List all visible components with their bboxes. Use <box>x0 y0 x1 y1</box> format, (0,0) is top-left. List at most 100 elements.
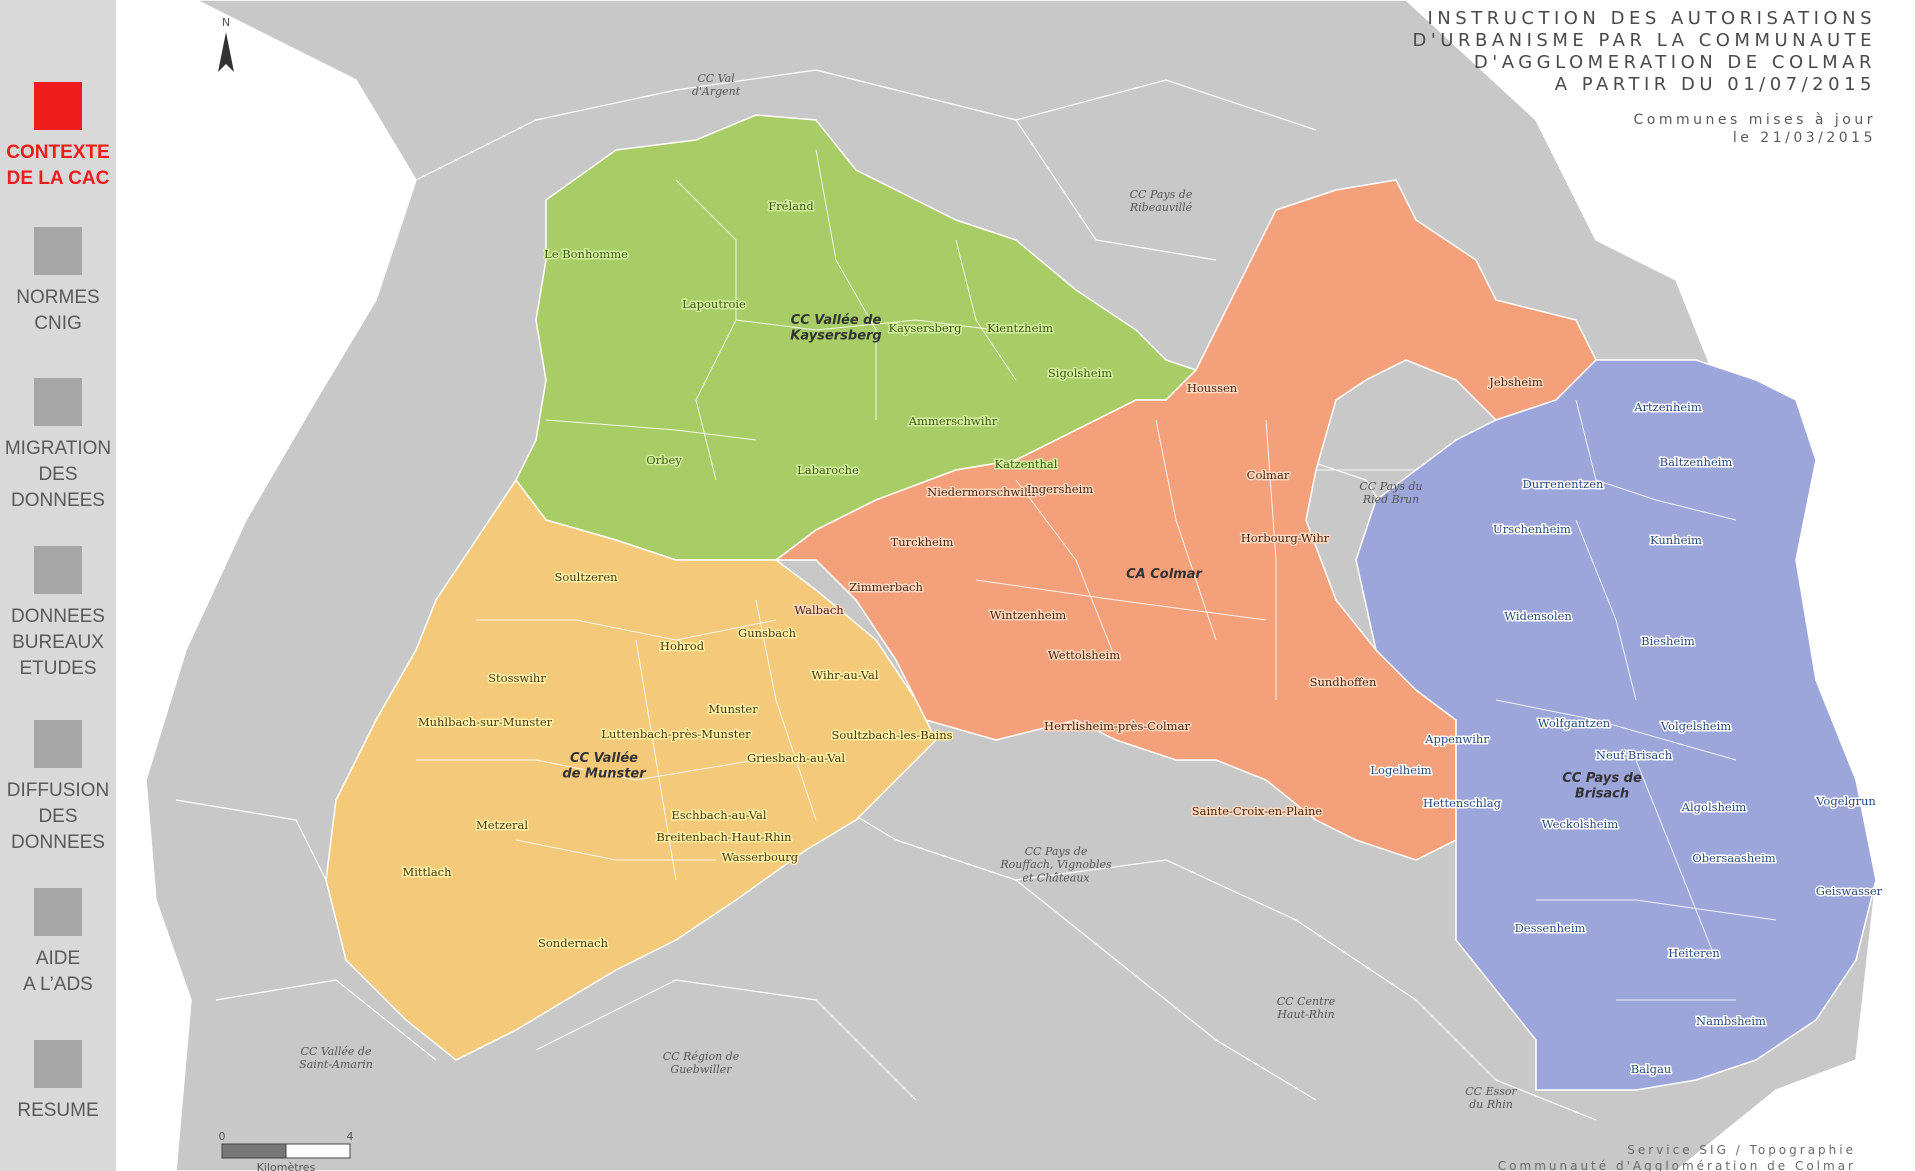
svg-text:Communauté d'Agglomération de: Communauté d'Agglomération de Colmar <box>1498 1159 1856 1171</box>
commune-label: Horbourg-Wihr <box>1241 531 1330 545</box>
region-munster[interactable] <box>325 478 937 1061</box>
commune-label: Neuf-Brisach <box>1596 748 1673 762</box>
commune-label: Colmar <box>1247 468 1290 482</box>
commune-label: Jebsheim <box>1488 375 1543 389</box>
svg-text:A PARTIR DU 01/07/2015: A PARTIR DU 01/07/2015 <box>1555 74 1876 95</box>
commune-label: Lapoutroie <box>682 297 746 311</box>
svg-text:INSTRUCTION DES AUTORISATIONS: INSTRUCTION DES AUTORISATIONS <box>1428 8 1877 29</box>
nav-label: DONNEES BUREAUX ETUDES <box>11 606 105 679</box>
commune-label: Sundhoffen <box>1310 675 1377 689</box>
commune-label: Katzenthal <box>995 457 1058 471</box>
commune-label: Artzenheim <box>1633 400 1702 414</box>
svg-text:D'URBANISME PAR LA COMMUNAUTE: D'URBANISME PAR LA COMMUNAUTE <box>1413 30 1877 51</box>
north-arrow: N <box>218 16 234 72</box>
commune-label: Muhlbach-sur-Munster <box>418 715 553 729</box>
commune-label: Ingersheim <box>1027 482 1093 496</box>
commune-label: Wettolsheim <box>1048 648 1120 662</box>
commune-label: Houssen <box>1187 381 1238 395</box>
nav-label: AIDE A L’ADS <box>23 948 93 995</box>
commune-label: Appenwihr <box>1424 732 1489 746</box>
commune-label: Kaysersberg <box>888 321 962 335</box>
nav-item-donnees-bureaux[interactable]: DONNEES BUREAUX ETUDES <box>0 546 116 682</box>
commune-label: Biesheim <box>1641 634 1695 648</box>
commune-label: Nambsheim <box>1696 1014 1766 1028</box>
nav-item-aide-ads[interactable]: AIDE A L’ADS <box>0 888 116 998</box>
map-title: INSTRUCTION DES AUTORISATIONS D'URBANISM… <box>1413 8 1877 146</box>
commune-label: Logelheim <box>1370 763 1431 777</box>
nav-item-contexte[interactable]: CONTEXTE DE LA CAC <box>0 82 116 192</box>
svg-text:N: N <box>222 16 230 29</box>
colored-commune-borders <box>416 149 1777 1001</box>
commune-label: Eschbach-au-Val <box>671 808 767 822</box>
north-arrow-icon <box>218 32 234 72</box>
nav-square-icon <box>34 378 82 426</box>
commune-label: Orbey <box>646 453 682 467</box>
commune-label: Hohrod <box>660 639 705 653</box>
map-canvas: N INSTRUCTION DES AUTORISATIONS D'URBANI… <box>116 0 1915 1171</box>
nav-label: NORMES CNIG <box>16 287 100 334</box>
commune-label: Wasserbourg <box>722 850 799 864</box>
svg-text:Kilomètres: Kilomètres <box>257 1161 316 1171</box>
commune-label: Sigolsheim <box>1048 366 1112 380</box>
commune-label: Widensolen <box>1504 609 1572 623</box>
nav-square-icon <box>34 888 82 936</box>
commune-label: Metzeral <box>476 818 528 832</box>
commune-label: Heiteren <box>1668 946 1720 960</box>
commune-label: Urschenheim <box>1493 522 1571 536</box>
nav-square-icon <box>34 1040 82 1088</box>
commune-label: Hettenschlag <box>1423 796 1502 810</box>
nav-square-icon <box>34 546 82 594</box>
svg-text:D'AGGLOMERATION DE COLMAR: D'AGGLOMERATION DE COLMAR <box>1474 52 1876 73</box>
commune-label: Stosswihr <box>488 671 546 685</box>
commune-label: Wihr-au-Val <box>811 668 879 682</box>
nav-label: MIGRATION DES DONNEES <box>4 438 112 511</box>
commune-label: Geiswasser <box>1816 884 1883 898</box>
commune-label: Breitenbach-Haut-Rhin <box>656 830 792 844</box>
commune-label: Labaroche <box>797 463 859 477</box>
region-label-colmar: CA Colmar <box>1126 567 1203 582</box>
region-brisach[interactable] <box>1355 359 1877 1091</box>
nav-item-normes[interactable]: NORMES CNIG <box>0 227 116 337</box>
commune-label: Griesbach-au-Val <box>747 751 845 765</box>
nav-square-icon <box>34 227 82 275</box>
commune-label: Obersaasheim <box>1692 851 1775 865</box>
commune-label: Niedermorschwihr <box>927 485 1037 499</box>
svg-text:0: 0 <box>219 1130 226 1143</box>
commune-label: Kunheim <box>1650 533 1702 547</box>
commune-label: Turckheim <box>891 535 954 549</box>
nav-item-resume[interactable]: RESUME <box>0 1040 116 1124</box>
svg-text:le 21/03/2015: le 21/03/2015 <box>1733 130 1876 146</box>
commune-label: Wintzenheim <box>990 608 1066 622</box>
nav-item-diffusion[interactable]: DIFFUSION DES DONNEES <box>0 720 116 856</box>
svg-text:Service SIG / Topographie: Service SIG / Topographie <box>1627 1143 1856 1157</box>
commune-label: Soultzeren <box>554 570 618 584</box>
commune-label: Baltzenheim <box>1660 455 1733 469</box>
nav-label: RESUME <box>17 1100 99 1121</box>
svg-text:Communes mises à jour: Communes mises à jour <box>1633 112 1876 128</box>
commune-label: Zimmerbach <box>849 580 923 594</box>
commune-label: Sondernach <box>538 936 609 950</box>
commune-label: Herrlisheim-près-Colmar <box>1044 719 1190 733</box>
commune-label: Vogelgrun <box>1815 794 1876 808</box>
nav-label: CONTEXTE DE LA CAC <box>6 142 110 189</box>
commune-label: Soultzbach-les-Bains <box>831 728 952 742</box>
commune-label: Kientzheim <box>987 321 1053 335</box>
commune-label: Fréland <box>768 199 814 213</box>
commune-label: Volgelsheim <box>1660 719 1731 733</box>
map-credits: Service SIG / Topographie Communauté d'A… <box>1498 1143 1856 1171</box>
commune-label: Durrenentzen <box>1523 477 1605 491</box>
commune-label: Gunsbach <box>738 626 797 640</box>
svg-text:4: 4 <box>347 1130 354 1143</box>
commune-label: Mittlach <box>402 865 452 879</box>
commune-label: Sainte-Croix-en-Plaine <box>1192 804 1323 818</box>
nav-item-migration[interactable]: MIGRATION DES DONNEES <box>0 378 116 514</box>
nav-square-icon <box>34 82 82 130</box>
